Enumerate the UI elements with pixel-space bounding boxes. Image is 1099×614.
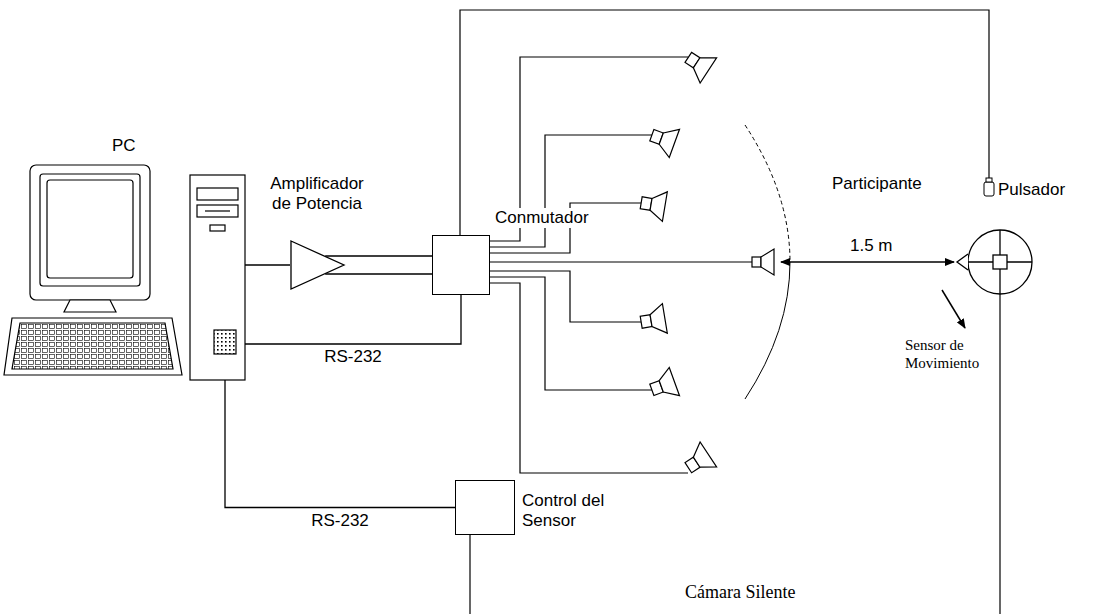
speaker-wires [460,10,1000,614]
computer-node: PC [5,140,245,380]
amplifier-node: Amplificador de Potencia [290,240,345,290]
participant-head [957,230,1032,294]
amplifier-triangle [290,240,345,290]
node-label: Control del Sensor [522,491,617,532]
free-label: Sensor de Movimiento [905,336,993,372]
edge-label: RS-232 [311,511,369,531]
node-label: Conmutador [493,208,591,228]
loudspeakers [639,45,774,480]
edge-label: RS-232 [324,347,382,367]
free-label: Cámara Silente [685,582,795,604]
motion-arrow [942,290,965,328]
sensor-cable [469,535,470,614]
button-wire [460,10,989,235]
computer-icon [4,165,245,380]
distance-arrow [781,261,954,263]
connector [245,264,290,265]
free-label: 1.5 m [850,236,893,256]
sensor-control-box: Control del Sensor [455,480,515,535]
switch-box: Conmutador [432,235,490,295]
node-label: PC [112,136,136,156]
connector [245,295,461,344]
push-button [984,178,994,196]
free-label: Pulsador [998,180,1065,200]
amplifier-outline [291,241,344,289]
connector [225,380,455,508]
sensor-cable [999,294,1000,614]
node-label: Amplificador de Potencia [262,174,372,215]
free-label: Participante [832,174,922,194]
